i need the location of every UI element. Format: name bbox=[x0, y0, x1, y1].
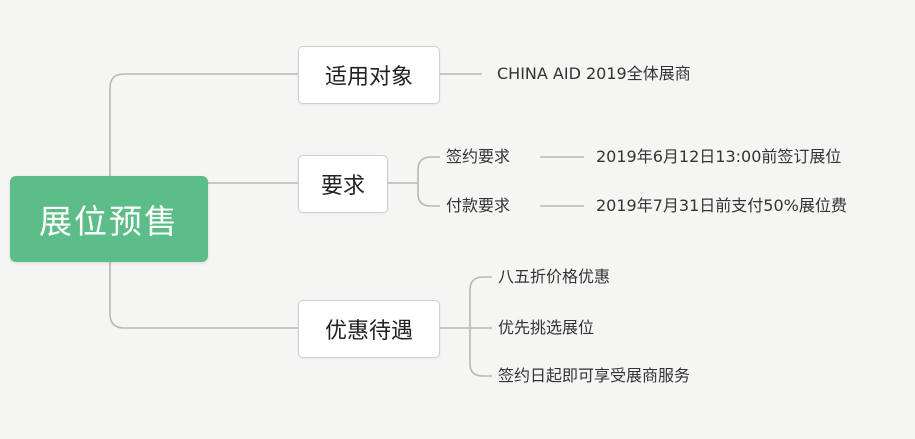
branch-node-target: 适用对象 bbox=[298, 46, 440, 104]
connector-branch-2-down bbox=[417, 183, 440, 207]
connector-branch-2-up bbox=[417, 156, 440, 183]
sub-node-signing-requirement: 签约要求 bbox=[446, 147, 511, 166]
branch-node-target-label: 适用对象 bbox=[324, 65, 413, 90]
leaf-signing-deadline: 2019年6月12日13:00前签订展位 bbox=[596, 147, 842, 166]
branch-node-benefits: 优惠待遇 bbox=[298, 300, 440, 358]
branch-node-benefits-label: 优惠待遇 bbox=[324, 319, 413, 344]
branch-node-requirements: 要求 bbox=[298, 155, 388, 213]
leaf-benefit-booth-priority: 优先挑选展位 bbox=[498, 318, 595, 337]
leaf-benefit-exhibitor-service: 签约日起即可享受展商服务 bbox=[498, 366, 691, 385]
sub-node-payment-requirement: 付款要求 bbox=[446, 196, 511, 215]
branch-node-requirements-label: 要求 bbox=[320, 174, 365, 199]
root-node-label: 展位预售 bbox=[39, 202, 179, 241]
leaf-payment-deadline: 2019年7月31日前支付50%展位费 bbox=[596, 196, 847, 215]
connector-branch-3-up bbox=[469, 276, 492, 328]
root-node: 展位预售 bbox=[10, 176, 208, 262]
leaf-benefit-discount: 八五折价格优惠 bbox=[498, 267, 611, 286]
connector-trunk-top bbox=[109, 73, 298, 176]
connector-trunk-bottom bbox=[109, 262, 298, 329]
leaf-target-audience: CHINA AID 2019全体展商 bbox=[497, 64, 691, 83]
connector-branch-3-down bbox=[469, 328, 492, 377]
